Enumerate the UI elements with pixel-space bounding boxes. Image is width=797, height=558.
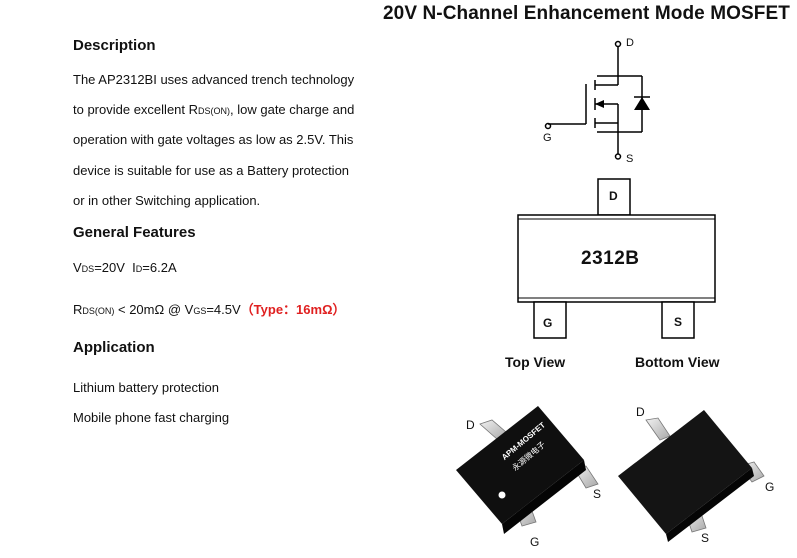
photo-right-d-label: D [636,405,645,419]
page-title: 20V N-Channel Enhancement Mode MOSFET [383,3,790,24]
application-item-2: Mobile phone fast charging [73,410,230,425]
text-run: =4.5V [206,302,241,317]
package-marking: 2312B [581,248,640,269]
schematic-drain-label: D [626,37,634,49]
package-body [517,214,716,303]
body-arrow [595,100,604,108]
photo-left-s-label: S [593,487,602,501]
pin-d-pad [597,178,631,216]
feature-rds-on: RDS(ON) < 20mΩ @ VGS=4.5V（Type：16mΩ） [73,299,346,318]
package-photos [456,406,765,542]
pin-s-pad [661,301,695,339]
text-run: =6.2A [142,260,177,275]
subscript: DS [81,264,95,274]
text-run: R [73,302,83,317]
right-lead-d [645,417,671,441]
mosfet-schematic-symbol [544,40,650,160]
photo-left-g-label: G [530,535,540,549]
application-item-1: Lithium battery protection [73,380,219,395]
package-pin-s-label: S [674,315,683,329]
subscript: D [135,264,143,274]
source-terminal [614,153,622,160]
photo-right-s-label: S [701,531,710,545]
body-diode [634,97,650,110]
gate-terminal [544,122,552,130]
text-run: , low gate charge and [230,102,355,117]
schematic-source-label: S [626,153,634,165]
typical-value: （Type：16mΩ） [240,302,346,317]
description-line-4: device is suitable for use as a Battery … [73,163,350,178]
subscript: DS(ON) [82,306,115,316]
top-view-label: Top View [505,354,566,370]
description-line-3: operation with gate voltages as low as 2… [73,132,354,147]
drain-terminal [614,40,622,48]
package-outline [517,178,716,339]
features-heading: General Features [73,224,196,241]
subscript: GS [193,306,207,316]
right-chip-body [618,410,752,534]
text-run: to provide excellent R [73,102,199,117]
description-line-5: or in other Switching application. [73,193,261,208]
pin-g-pad [533,301,567,339]
description-heading: Description [73,37,156,54]
schematic-gate-label: G [543,132,552,144]
package-pin-d-label: D [609,189,618,203]
pin1-dot [498,491,506,499]
feature-vds-id: VDS=20V ID=6.2A [73,260,177,275]
description-line-2: to provide excellent RDS(ON), low gate c… [73,102,354,117]
text-run: =20V [94,260,125,275]
text-run: I [132,260,136,275]
text-run: < 20mΩ @ V [114,302,194,317]
package-pin-g-label: G [543,316,553,330]
subscript: DS(ON) [198,106,231,116]
left-chip-body [456,406,584,524]
photo-left-d-label: D [466,418,475,432]
photo-right-g-label: G [765,480,775,494]
application-heading: Application [73,339,155,356]
text-run: V [73,260,82,275]
description-line-1: The AP2312BI uses advanced trench techno… [73,72,355,87]
bottom-view-label: Bottom View [635,354,720,370]
